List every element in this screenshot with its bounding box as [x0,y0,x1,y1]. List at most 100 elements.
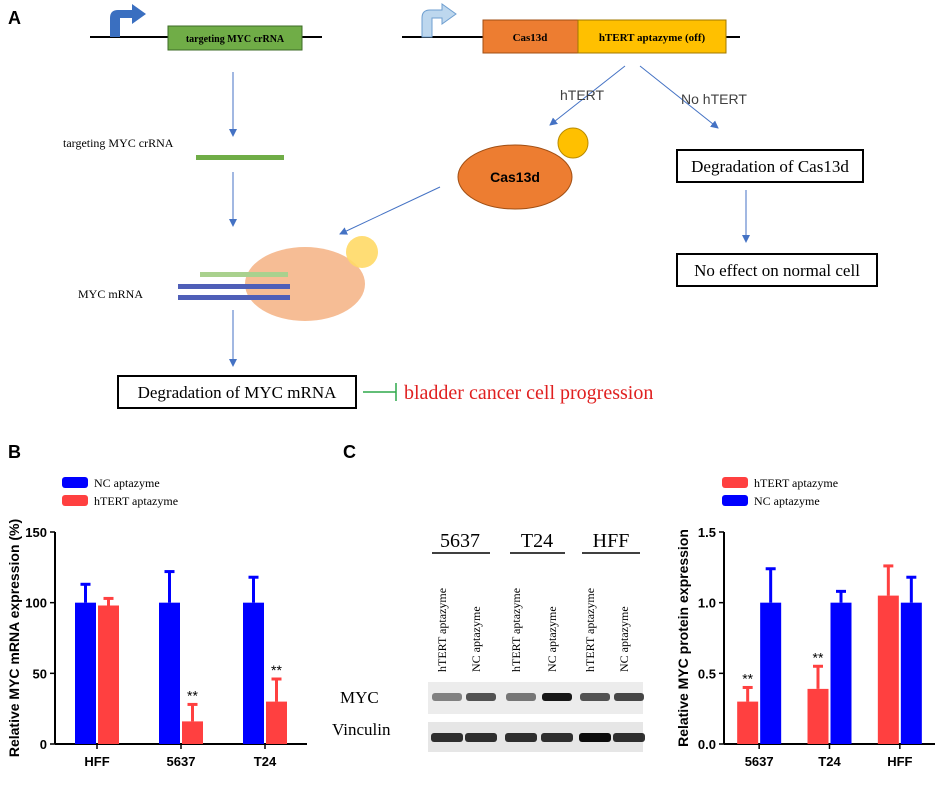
no-effect-box [676,253,878,287]
bar-0-2 [877,595,899,744]
cas13d-bound-ellipse [245,247,365,321]
blot-group-5637: 5637 [440,530,480,552]
vinculin-band-4 [579,733,611,742]
vinculin-band-3 [541,733,573,742]
blot-row-vinculin: Vinculin [332,720,391,739]
bar-0-0 [75,602,96,744]
myc-band-1 [466,693,496,701]
x-tick-label: HFF [84,754,109,769]
panel-b-label: B [8,442,21,462]
bar-1-2 [900,602,922,744]
y-tick-label: 100 [25,596,47,611]
mrna-strand-1 [178,284,290,289]
degradation-myc-box [117,375,357,409]
myc-band-0 [432,693,462,701]
lane-label-0: hTERT aptazyme [435,588,449,672]
blot-group-hff: HFF [593,530,630,552]
crrna-strand [196,155,284,160]
legend-label-0: NC aptazyme [94,476,160,490]
bar-1-1 [830,602,852,744]
x-tick-label: 5637 [745,754,774,769]
chart-c: 0.0 0.5 1.0 1.5 Relative MYC protein express… [675,476,935,769]
significance-mark: ** [813,649,824,665]
lane-label-3: NC aptazyme [545,606,559,672]
aptazyme-bound-circle [346,236,378,268]
x-tick-label: T24 [818,754,841,769]
y-axis-title: Relative MYC protein expression [675,529,691,747]
lane-labels: hTERT aptazyme NC aptazyme hTERT aptazyme N… [435,588,631,672]
blot-bands [431,693,645,742]
degradation-cas13d-text: Degradation of Cas13d [691,157,849,176]
crrna-bound-strand [200,272,288,277]
vinculin-band-0 [431,733,463,742]
vinculin-band-5 [613,733,645,742]
legend-swatch-1 [62,495,88,506]
panel-c-label: C [343,442,356,462]
aptazyme-circle [557,127,589,159]
legend-label-1: NC aptazyme [754,494,820,508]
degradation-myc-text: Degradation of MYC mRNA [138,383,338,402]
legend-swatch-1 [722,495,748,506]
crrna-label: targeting MYC crRNA [63,136,174,150]
cas13d-gene-label: Cas13d [513,32,548,44]
crrna-gene-box [167,25,303,51]
blot-row-myc: MYC [340,688,379,707]
legend-label-1: hTERT aptazyme [94,494,178,508]
myc-band-4 [580,693,610,701]
significance-mark: ** [742,670,753,686]
vinculin-band-2 [505,733,537,742]
lane-label-4: hTERT aptazyme [583,588,597,672]
cas13d-label: Cas13d [490,169,540,185]
y-tick-label: 50 [33,666,47,681]
myc-band-2 [506,693,536,701]
aptazyme-gene-label: hTERT aptazyme (off) [599,32,706,44]
significance-mark: ** [187,687,198,703]
legend-swatch-0 [722,477,748,488]
myc-band-3 [542,693,572,701]
panel-a-label: A [8,8,21,28]
htert-label: hTERT [560,87,605,103]
no-effect-text: No effect on normal cell [694,261,860,280]
blot-group-t24: T24 [521,530,553,552]
y-tick-label: 0.0 [698,737,716,752]
arrow-no-htert [639,65,719,129]
arrow-htert [549,65,626,126]
x-tick-label: T24 [254,754,277,769]
progression-text: bladder cancer cell progression [404,382,653,404]
significance-mark: ** [271,662,282,678]
legend-label-0: hTERT aptazyme [754,476,838,490]
bar-0-2 [243,602,264,744]
bar-0-0 [737,701,759,744]
lane-label-5: NC aptazyme [617,606,631,672]
bar-0-1 [807,688,829,744]
degradation-cas13d-box [676,149,864,183]
y-tick-label: 0.5 [698,666,716,681]
y-tick-label: 1.5 [698,525,716,540]
legend-swatch-0 [62,477,88,488]
bar-0-1 [159,602,180,744]
lane-label-2: hTERT aptazyme [509,588,523,672]
no-htert-label: No hTERT [681,91,747,107]
cas13d-gene-box [482,19,579,54]
aptazyme-gene-box [577,19,727,54]
x-tick-label: 5637 [167,754,196,769]
mrna-strand-2 [178,295,290,300]
bar-1-2 [266,701,287,744]
bar-1-0 [760,602,782,744]
arrow-cas13d-target [339,186,441,235]
promoter-arrow-icon-2 [421,3,457,38]
crrna-gene-label: targeting MYC crRNA [186,34,285,45]
myc-band-5 [614,693,644,701]
cas13d-ellipse [457,144,573,210]
y-tick-label: 150 [25,525,47,540]
promoter-arrow-icon-1 [110,4,146,37]
lane-label-1: NC aptazyme [469,606,483,672]
vinculin-band-1 [465,733,497,742]
y-axis-title: Relative MYC mRNA expression (%) [6,519,22,757]
x-tick-label: HFF [887,754,912,769]
myc-mrna-label: MYC mRNA [78,287,143,301]
y-tick-label: 1.0 [698,596,716,611]
y-tick-label: 0 [40,737,47,752]
